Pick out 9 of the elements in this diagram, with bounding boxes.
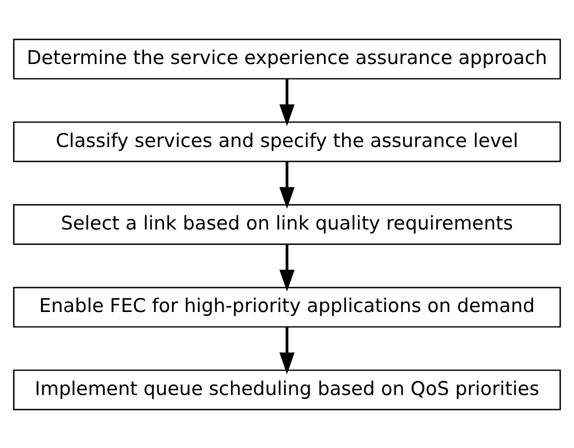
- node-box: Select a link based on link quality requirements: [13, 204, 561, 244]
- node-box: Implement queue scheduling based on QoS priorities: [13, 369, 561, 410]
- arrow: [279, 244, 295, 291]
- arrow: [279, 161, 295, 208]
- node-box: Enable FEC for high-priority applications on demand: [13, 286, 561, 328]
- node-box: Classify services and specify the assurance level: [13, 120, 561, 162]
- arrow: [279, 326, 295, 374]
- arrow: [279, 78, 295, 126]
- node-box: Determine the service experience assurance approach: [13, 38, 561, 79]
